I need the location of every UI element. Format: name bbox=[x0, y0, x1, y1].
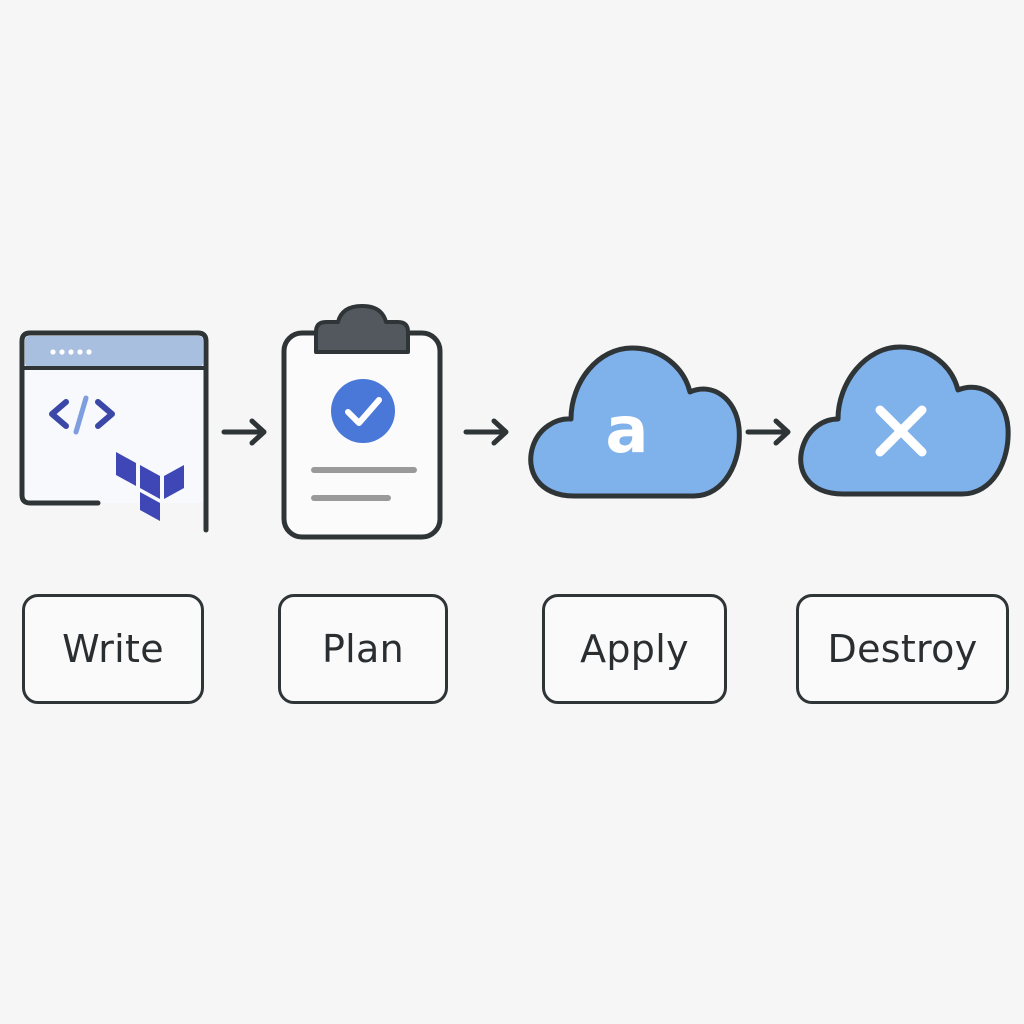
cloud-destroy-icon bbox=[798, 344, 1011, 497]
step-label-destroy: Destroy bbox=[796, 594, 1009, 704]
terraform-logo-icon bbox=[116, 452, 184, 521]
window-title-bar bbox=[25, 336, 203, 367]
apply-letter: a bbox=[605, 394, 648, 468]
window-dots bbox=[50, 349, 92, 355]
clipboard-clip bbox=[314, 304, 410, 354]
step-label-plan: Plan bbox=[278, 594, 448, 704]
check-circle-icon bbox=[331, 379, 395, 443]
close-x-icon bbox=[875, 405, 927, 457]
clipboard-check-icon bbox=[281, 304, 443, 540]
cloud-apply-icon: a bbox=[528, 345, 742, 499]
arrow-apply-to-destroy bbox=[745, 418, 791, 446]
arrow-plan-to-apply bbox=[463, 418, 509, 446]
code-editor-window-icon bbox=[19, 330, 209, 533]
step-label-write: Write bbox=[22, 594, 204, 704]
arrow-write-to-plan bbox=[221, 418, 267, 446]
code-brackets-icon bbox=[49, 395, 115, 435]
step-label-apply: Apply bbox=[542, 594, 727, 704]
